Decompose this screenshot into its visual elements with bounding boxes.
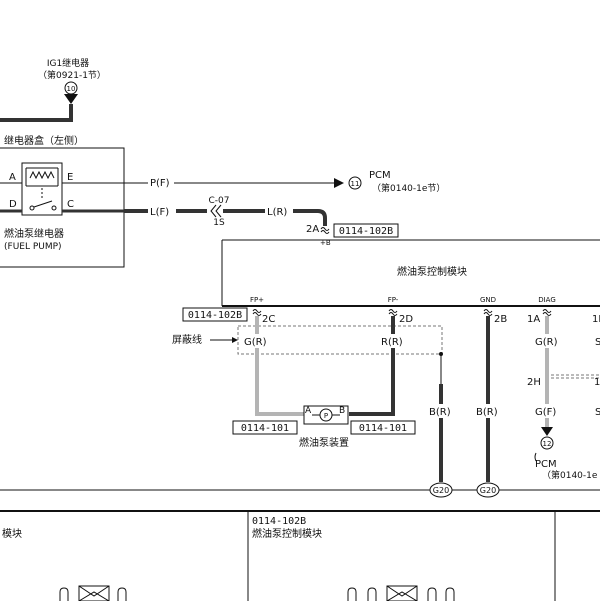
fuel-pump-connector-right-box [350, 420, 416, 435]
pcm-top-ref: （第0140-1e节） [372, 182, 445, 194]
fuel-pump-connector-right: 0114-101 [359, 423, 407, 434]
pcm-top-arrow-icon [334, 178, 344, 188]
fuel-pump-symbol: P [324, 412, 328, 420]
relay-pin-a: A [9, 172, 16, 183]
shield-label: 屏蔽线 [172, 333, 202, 346]
power-wire: L(F) L(R) C-07 1S [124, 196, 327, 228]
pcm-bottom-label: PCM [535, 459, 557, 470]
relay-symbol-frame [21, 162, 63, 216]
lf-wire-label: L(F) [150, 207, 169, 218]
terminal-fp-minus: FP- [388, 296, 399, 304]
pcm-top-link: P(F) P(F) 11 PCM （第0140-1e节） [124, 170, 445, 194]
pin-2d: 2D [399, 314, 413, 325]
shield-arrow-icon [232, 337, 238, 343]
bottom-connector-mark-fp-minus-icon [388, 309, 398, 316]
ig1-relay-ref: （第0921-1节） [38, 69, 106, 81]
fuel-pump-connector-left-box [232, 420, 298, 435]
relay-box: 继电器盒（左侧） A E D C 燃油泵继电器 (FUEL PUMP) [0, 134, 125, 268]
top-connector-mark-icon [320, 227, 330, 234]
pcm-bottom-arrow-icon [541, 427, 553, 436]
terminal-diag: DIAG [538, 296, 556, 304]
lr-wire-label: L(R) [267, 207, 287, 218]
pin-2b: 2B [494, 314, 507, 325]
junction-pin: 1S [213, 218, 225, 228]
ground-bus: G20 G20 [0, 482, 600, 498]
module-connector-bottom-box [182, 307, 248, 322]
fuel-pump-name: 燃油泵装置 [299, 436, 349, 449]
pin-1a: 1A [527, 314, 540, 325]
relay-name-en: (FUEL PUMP) [4, 242, 62, 252]
relay-pin-d: D [9, 199, 17, 210]
relay-pin-e: E [67, 172, 73, 183]
pin-1b: 1B [592, 314, 600, 325]
bottom-connector-mark-diag-icon [542, 309, 552, 316]
terminal-gnd: GND [480, 296, 496, 304]
relay-name: 燃油泵继电器 [4, 227, 64, 240]
bottom-connector-mark-fp-plus-icon [252, 309, 262, 316]
junction-name: C-07 [209, 196, 230, 206]
pin-1-right: 1 [594, 377, 600, 388]
fuel-pump-unit: P A B 0114-101 0114-101 燃油泵装置 [232, 405, 416, 449]
pcm-top-marker: 11 [351, 180, 360, 188]
ground-g20-2-symbol [476, 482, 500, 498]
module-title: 燃油泵控制模块 [397, 265, 467, 278]
ig1-relay-reference: IG1继电器 （第0921-1节） 10 [0, 57, 106, 122]
relay-contact-left [29, 205, 35, 211]
terminal-fp-plus: FP+ [250, 296, 264, 304]
fuel-pump-pin-b: B [339, 406, 345, 416]
pcm-bottom-reference: 12 PCM （第0140-1e [534, 427, 598, 481]
shield-wire: 屏蔽线 [172, 325, 443, 356]
junction-connector-icon [210, 204, 222, 218]
wire-rr-label: R(R) [381, 337, 403, 348]
panel-left-connector-icon [59, 585, 127, 601]
ground-g20-1: G20 [433, 486, 449, 495]
ground-g20-1-symbol [429, 482, 453, 498]
wire-s-2-label: S [595, 407, 600, 418]
panel-mid-title: 燃油泵控制模块 [252, 527, 322, 540]
module-connector-top: 0114-102B [339, 226, 393, 237]
fuel-pump-control-module: 2A 0114-102B +B 燃油泵控制模块 FP+ FP- GND DIAG… [182, 223, 600, 325]
wire-br-1-label: B(R) [429, 407, 451, 418]
relay-box-frame [0, 147, 125, 268]
panel-left-title: 模块 [2, 528, 22, 540]
ig1-arrow-icon [64, 94, 78, 104]
fuel-pump-pin-a: A [305, 406, 312, 416]
bottom-connector-mark-gnd-icon [483, 309, 493, 316]
panel-mid-code: 0114-102B [252, 516, 306, 527]
module-wires: G(R) R(R) B(R) B(R) G(R) G(F) 2H S 1 S [240, 316, 600, 482]
pcm-bottom-marker: 12 [543, 440, 552, 448]
ground-g20-2: G20 [480, 486, 496, 495]
fuel-pump-connector-left: 0114-101 [241, 423, 289, 434]
relay-contact-right [51, 205, 57, 211]
relay-switch-arm [33, 200, 53, 208]
pcm-top-label: PCM [369, 170, 391, 181]
ig1-relay-title: IG1继电器 [47, 57, 89, 69]
module-connector-top-box [333, 223, 399, 238]
relay-box-title: 继电器盒（左侧） [4, 134, 84, 147]
relay-coil-icon [29, 170, 55, 180]
pcm-bottom-ref: （第0140-1e [542, 469, 598, 481]
wire-s-1-label: S [595, 337, 600, 348]
pcm-top-marker-circle [348, 176, 362, 190]
relay-pin-c: C [67, 199, 74, 210]
pf-wire-label-front: P(F) [150, 178, 170, 189]
module-connector-bottom: 0114-102B [188, 310, 242, 321]
wire-gr-left-label: G(R) [244, 337, 267, 348]
panel-mid-connector-icon [347, 585, 455, 601]
bottom-connector-panels: 模块 0114-102B 燃油泵控制模块 [0, 510, 600, 601]
module-pin-top: 2A [306, 224, 319, 235]
ig1-marker-number: 10 [67, 85, 76, 93]
pcm-bottom-marker-circle [540, 436, 554, 450]
wire-gf-label: G(F) [535, 407, 556, 418]
pin-2c: 2C [262, 314, 275, 325]
wire-gr-diag-label: G(R) [535, 337, 558, 348]
power-wire-bend [317, 209, 327, 226]
module-pin-top-sub: +B [320, 239, 331, 247]
pin-2h: 2H [527, 377, 541, 388]
wire-br-2-label: B(R) [476, 407, 498, 418]
